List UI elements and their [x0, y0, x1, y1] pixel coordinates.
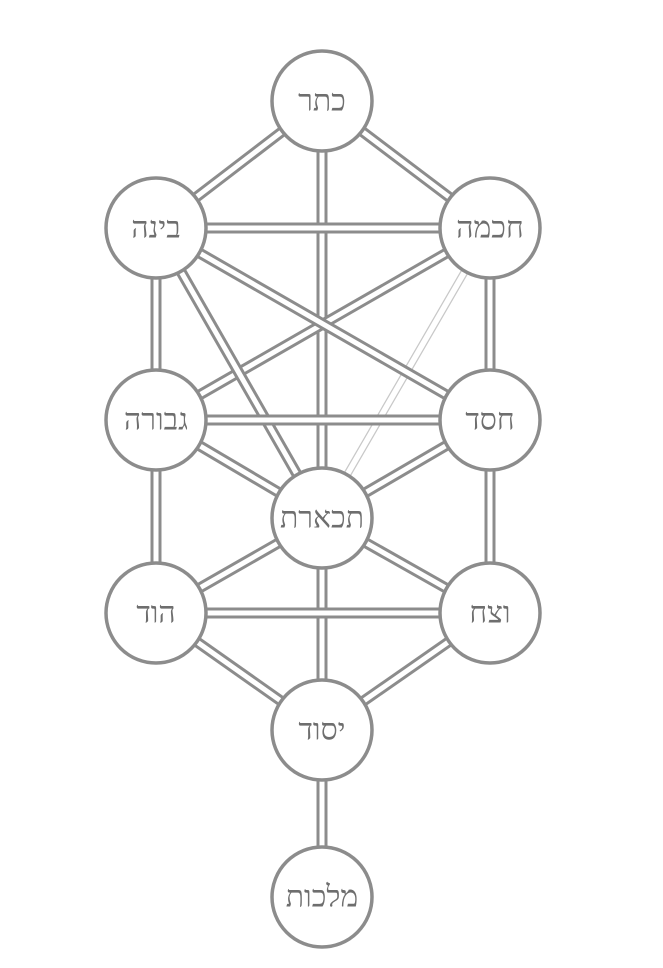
- sefirah-label-hod: הוד: [136, 596, 175, 631]
- sefirah-circle: [104, 368, 208, 472]
- sefirah-binah: בינה: [104, 176, 208, 280]
- sefirah-label-chesed: חסד: [465, 403, 514, 438]
- sefirah-label-yesod: יסוד: [298, 713, 345, 748]
- sefirah-circle: [104, 561, 208, 665]
- sefirah-label-binah: בינה: [131, 211, 180, 246]
- path-binah-chesed: [153, 223, 493, 425]
- sefirah-yesod: יסוד: [270, 678, 374, 782]
- sefirah-circle: [270, 466, 374, 570]
- sefirah-circle: [438, 176, 542, 280]
- sefirah-hod: הוד: [104, 561, 208, 665]
- sefirot-layer: כתר חכמה בינה חסד גבורה תכארת וצח הוד יסוד מלכות: [104, 49, 542, 949]
- sefirah-circle: [438, 561, 542, 665]
- sefirah-chokhmah: חכמה: [438, 176, 542, 280]
- sefirah-circle: [270, 845, 374, 949]
- sefirah-circle: [104, 176, 208, 280]
- sefirah-netzach: וצח: [438, 561, 542, 665]
- path-binah-tiferet: [151, 225, 327, 521]
- sefirah-label-netzach: וצח: [469, 596, 510, 631]
- sefirah-label-malkhut: מלכות: [286, 880, 358, 915]
- sefirah-tiferet: תכארת: [270, 466, 374, 570]
- sefirah-label-keter: כתר: [298, 84, 346, 119]
- sefirah-label-chokhmah: חכמה: [456, 211, 523, 246]
- sefirah-label-gevurah: גבורה: [124, 403, 188, 438]
- sefirah-label-tiferet: תכארת: [280, 501, 364, 536]
- sefirah-chesed: חסד: [438, 368, 542, 472]
- sefirah-keter: כתר: [270, 49, 374, 153]
- sefirah-gevurah: גבורה: [104, 368, 208, 472]
- sefirah-circle: [438, 368, 542, 472]
- sefirah-malkhut: מלכות: [270, 845, 374, 949]
- sefirah-circle: [270, 678, 374, 782]
- sefirah-circle: [270, 49, 374, 153]
